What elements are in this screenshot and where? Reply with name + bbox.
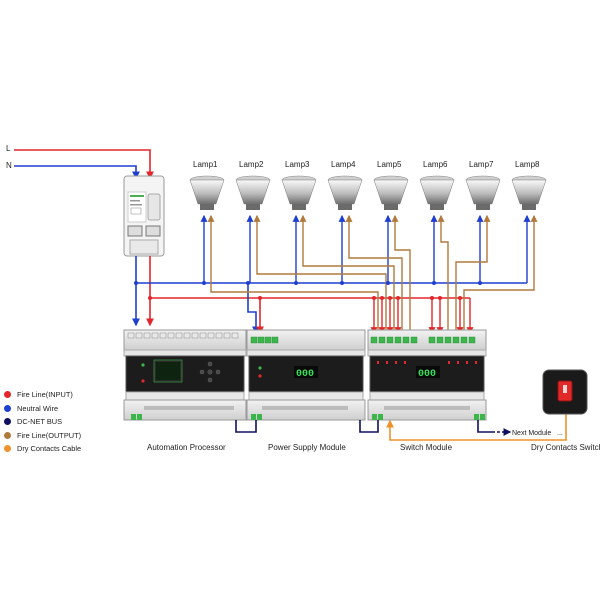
lamp-7: Lamp7: [465, 160, 501, 210]
lamp-label: Lamp6: [423, 160, 448, 169]
lamp-label: Lamp5: [377, 160, 402, 169]
lamp-8: Lamp8: [511, 160, 547, 210]
legend-item-neutral: Neutral Wire: [4, 402, 114, 416]
line-label: L: [6, 144, 11, 153]
legend-label: Neutral Wire: [17, 403, 59, 413]
legend-dot: [4, 445, 11, 453]
neutral-input-wire: [14, 165, 140, 180]
line-input-wire: [14, 149, 154, 180]
switch-led-display: 000: [418, 369, 436, 380]
dry-contacts-switch-label: Dry Contacts Switch: [531, 443, 600, 452]
power-supply-module-label: Power Supply Module: [268, 443, 346, 452]
lamp-label: Lamp7: [469, 160, 494, 169]
legend-label: Fire Line(INPUT): [17, 390, 73, 400]
legend-dot: [4, 431, 11, 439]
neutral-junction-dots: [134, 281, 482, 285]
legend-dot: [4, 404, 11, 412]
lamp-neutral-wires: [200, 214, 531, 283]
next-module-label: Next Module: [512, 430, 551, 437]
legend: Fire Line(INPUT) Neutral Wire DC-NET BUS…: [4, 388, 114, 456]
lamp-6: Lamp6: [419, 160, 455, 210]
lamp-output-wires: [207, 214, 538, 333]
lamp-1: Lamp1: [189, 160, 225, 210]
breaker-neutral-out: [135, 256, 527, 284]
legend-dot: [4, 418, 11, 426]
neutral-to-psu: [247, 283, 260, 335]
switch-input-wires: [370, 298, 474, 335]
lamp-label: Lamp8: [515, 160, 540, 169]
junction-dots: [148, 296, 462, 300]
lamp-label: Lamp1: [193, 160, 218, 169]
legend-item-fire-input: Fire Line(INPUT): [4, 388, 114, 402]
switch-module: 000: [367, 329, 487, 421]
legend-dot: [4, 391, 11, 399]
lamp-2: Lamp2: [235, 160, 271, 210]
lamp-label: Lamp2: [239, 160, 264, 169]
dry-contacts-cable: [386, 412, 567, 441]
switch-module-label: Switch Module: [400, 443, 453, 452]
legend-item-dcnet: DC-NET BUS: [4, 415, 114, 429]
psu-led-display: 000: [296, 369, 314, 380]
lamp-3: Lamp3: [281, 160, 317, 210]
automation-processor-label: Automation Processor: [147, 443, 226, 452]
legend-label: Fire Line(OUTPUT): [17, 430, 82, 440]
lamp-label: Lamp4: [331, 160, 356, 169]
legend-item-dry-contacts: Dry Contacts Cable: [4, 442, 114, 456]
lamp-5: Lamp5: [373, 160, 409, 210]
circuit-breaker: [123, 175, 165, 257]
next-module-ellipsis: ...: [557, 430, 563, 437]
dry-contacts-switch: [542, 369, 588, 415]
dcnet-bus-links: [235, 420, 512, 436]
legend-item-fire-output: Fire Line(OUTPUT): [4, 429, 114, 443]
lamp-label: Lamp3: [285, 160, 310, 169]
automation-processor: [123, 329, 247, 421]
neutral-label: N: [6, 161, 12, 170]
legend-label: Dry Contacts Cable: [17, 444, 82, 454]
lamp-4: Lamp4: [327, 160, 363, 210]
power-supply-module: 000: [246, 329, 366, 421]
legend-label: DC-NET BUS: [17, 417, 63, 427]
